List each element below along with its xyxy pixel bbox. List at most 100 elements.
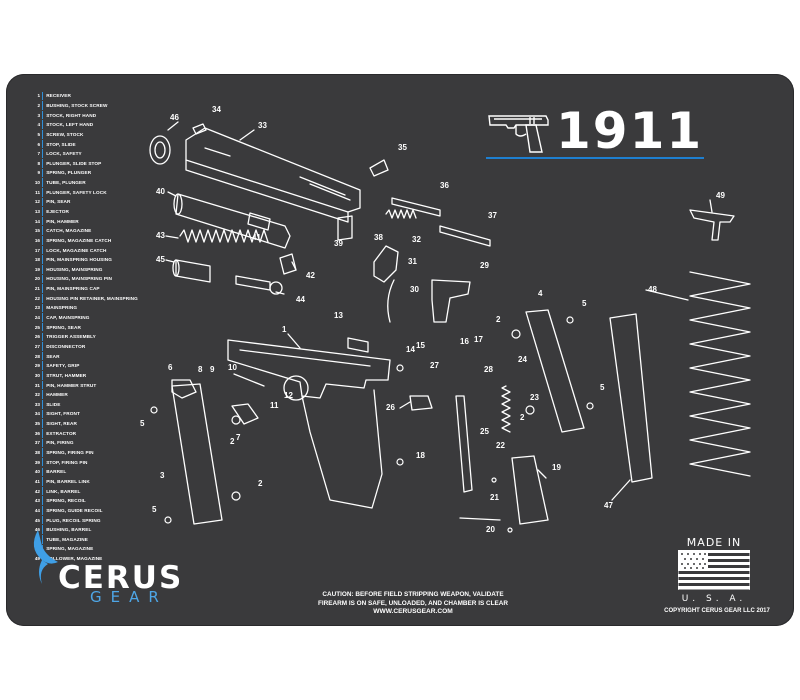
legend-label: PIN, MAINSPRING HOUSING bbox=[46, 257, 113, 263]
legend-number: 13 bbox=[34, 209, 40, 214]
part-callout-number: 7 bbox=[236, 433, 241, 442]
part-callout-number: 43 bbox=[156, 231, 165, 240]
part-firing-pin-spring bbox=[385, 209, 417, 219]
legend-label: SEAR bbox=[46, 353, 60, 359]
legend-divider bbox=[42, 187, 44, 197]
legend-divider bbox=[42, 303, 44, 313]
part-callout-number: 25 bbox=[480, 427, 489, 436]
part-ejector bbox=[347, 337, 369, 353]
part-magazine-spring bbox=[689, 271, 751, 477]
part-recoil-spring bbox=[179, 229, 269, 243]
legend-divider bbox=[42, 207, 44, 216]
part-callout-number: 3 bbox=[160, 471, 165, 480]
part-recoil-plug bbox=[175, 259, 211, 283]
part-callout-number: 49 bbox=[716, 191, 725, 200]
legend-label: BARREL bbox=[46, 469, 67, 475]
part-hammer-strut bbox=[387, 279, 395, 323]
part-trigger bbox=[409, 395, 433, 411]
legend-divider bbox=[42, 313, 44, 322]
caution-line-2: FIREARM IS ON SAFE, UNLOADED, AND CHAMBE… bbox=[317, 600, 509, 607]
part-magazine-tube bbox=[609, 313, 653, 483]
legend-divider bbox=[42, 380, 44, 390]
legend-label: EXTRACTOR bbox=[46, 430, 77, 436]
legend-divider bbox=[42, 390, 44, 399]
part-callout-number: 9 bbox=[210, 365, 215, 374]
legend-divider bbox=[42, 101, 44, 110]
part-callout-number: 44 bbox=[296, 295, 305, 304]
legend-label: SLIDE bbox=[46, 401, 61, 407]
brand-subtitle: GEAR bbox=[90, 588, 168, 606]
part-rear-sight bbox=[369, 159, 389, 177]
legend-divider bbox=[42, 371, 44, 380]
legend-label: DISCONNECTOR bbox=[46, 343, 86, 349]
legend-label: PLUNGER, SAFETY LOCK bbox=[46, 189, 107, 195]
legend-number: 5 bbox=[37, 131, 40, 137]
legend-number: 41 bbox=[34, 478, 40, 484]
part-callout-number: 34 bbox=[212, 105, 221, 114]
part-callout-number: 5 bbox=[600, 383, 605, 392]
part-firing-pin bbox=[439, 225, 491, 247]
legend-label: PIN, HAMMER STRUT bbox=[46, 382, 97, 388]
legend-number: 32 bbox=[34, 392, 40, 398]
legend-divider bbox=[42, 120, 44, 130]
legend-number: 3 bbox=[37, 112, 40, 118]
part-callout-number: 5 bbox=[582, 299, 587, 308]
part-callout-number: 22 bbox=[496, 441, 505, 450]
legend-divider bbox=[42, 525, 44, 534]
page-title: 1911 bbox=[556, 102, 704, 160]
legend-label: SPRING, RECOIL bbox=[46, 498, 86, 504]
legend-divider bbox=[42, 197, 44, 207]
part-callout-number: 32 bbox=[412, 235, 421, 244]
part-callout-number: 38 bbox=[374, 233, 383, 242]
legend-divider bbox=[42, 448, 44, 457]
legend-item: 5 SCREW, STOCK bbox=[30, 130, 148, 140]
legend-label: SCREW, STOCK bbox=[46, 131, 84, 137]
legend-label: PLUNGER, SLIDE STOP bbox=[46, 160, 102, 166]
legend-number: 35 bbox=[34, 421, 40, 427]
legend-divider bbox=[42, 159, 44, 168]
part-callout-number: 37 bbox=[488, 211, 497, 220]
part-callout-number: 2 bbox=[520, 413, 525, 422]
website-link[interactable]: WWW.CERUSGEAR.COM bbox=[373, 608, 453, 615]
legend-divider bbox=[42, 438, 44, 448]
part-callout-number: 5 bbox=[152, 505, 157, 514]
part-callout-number: 6 bbox=[168, 363, 173, 372]
legend-divider bbox=[42, 255, 44, 264]
part-callout-number: 27 bbox=[430, 361, 439, 370]
legend-divider bbox=[42, 361, 44, 371]
legend-number: 20 bbox=[34, 276, 40, 282]
legend-number: 42 bbox=[34, 488, 40, 494]
legend-divider bbox=[42, 216, 44, 226]
legend-number: 19 bbox=[34, 266, 40, 272]
part-callout-number: 2 bbox=[230, 437, 235, 446]
legend-number: 38 bbox=[34, 450, 40, 456]
legend-number: 43 bbox=[34, 498, 40, 504]
part-callout-number: 30 bbox=[410, 285, 419, 294]
part-callout-number: 46 bbox=[170, 113, 179, 122]
legend-label: FOLLOWER, MAGAZINE bbox=[46, 556, 103, 562]
legend-label: STRUT, HAMMER bbox=[46, 372, 87, 378]
part-receiver bbox=[227, 339, 391, 399]
legend-divider bbox=[42, 534, 44, 544]
part-callout-number: 18 bbox=[416, 451, 425, 460]
part-callout-number: 28 bbox=[484, 365, 493, 374]
legend-label: RECEIVER bbox=[46, 93, 71, 99]
legend-divider bbox=[42, 515, 44, 525]
